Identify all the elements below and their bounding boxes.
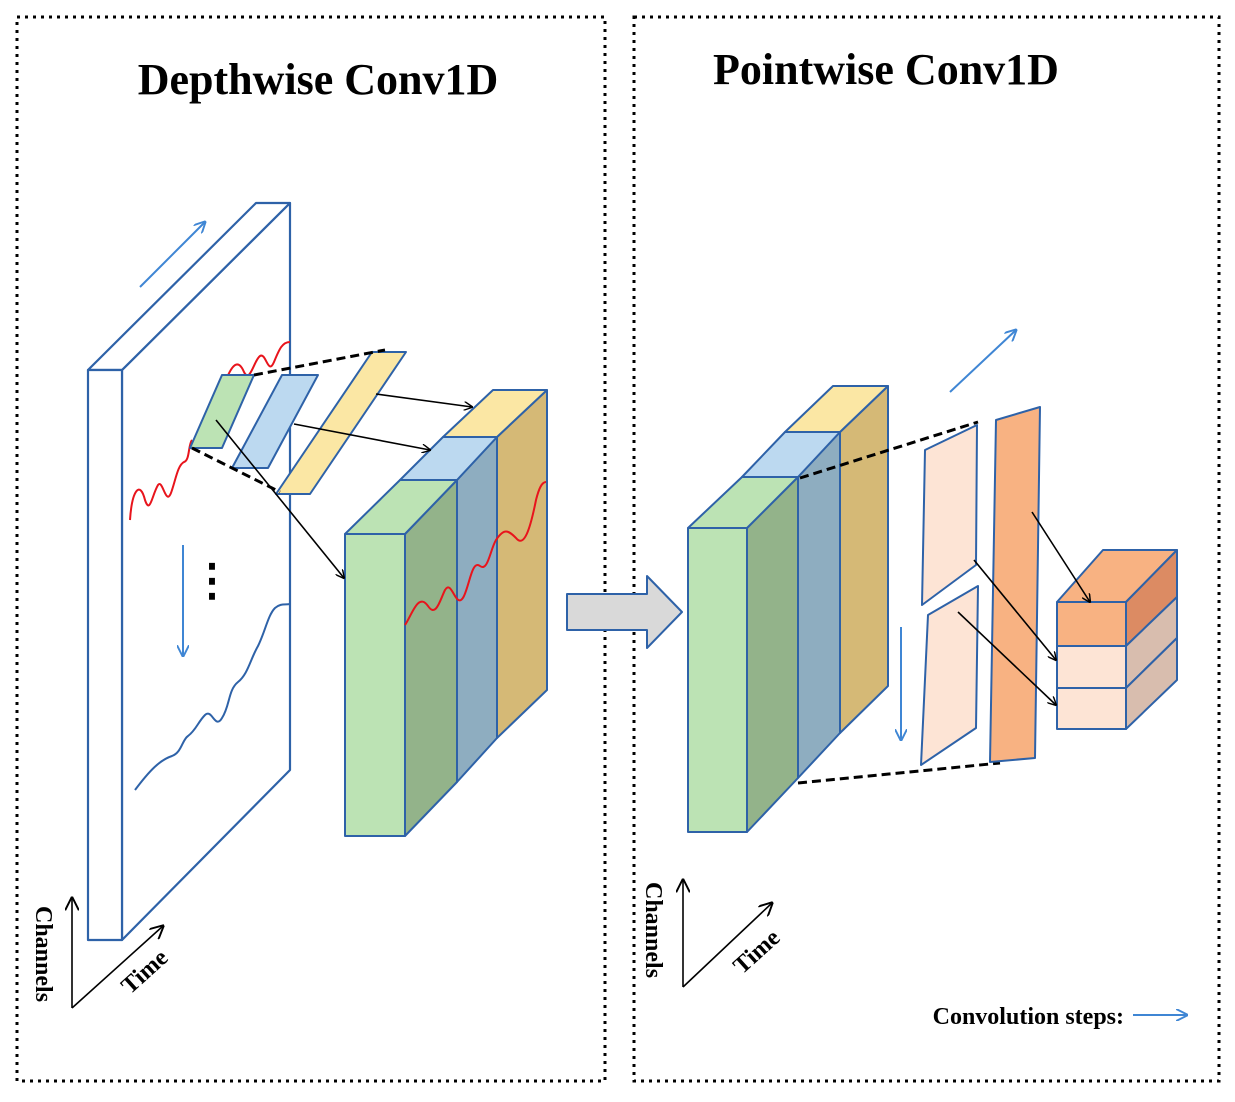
convolution-steps-label: Convolution steps: (933, 1004, 1124, 1030)
feature-green-front (687, 527, 748, 833)
feature-green-side (746, 476, 799, 833)
output-cube (1056, 549, 1178, 730)
pointwise-kernel-orange (989, 406, 1041, 763)
left-time-axis (71, 926, 163, 1009)
blue-slice-side (456, 436, 498, 783)
red-signal-wave-output (404, 481, 547, 626)
red-signal-wave-input-top (225, 341, 291, 381)
right-time-axis (682, 903, 772, 988)
pointwise-map-arrow-mid (973, 559, 1056, 660)
feature-blue-side (797, 431, 841, 779)
left-time-label: Time (117, 945, 174, 1000)
left-panel-title: Depthwise Conv1D (138, 55, 499, 104)
pointwise-map-arrow-top (1031, 511, 1090, 602)
feature-block (687, 385, 889, 833)
output-row2-front (1056, 645, 1127, 689)
green-slice-side (404, 479, 458, 837)
right-time-label: Time (729, 925, 786, 980)
map-arrow-green (215, 419, 344, 578)
red-signal-wave-input (129, 439, 193, 521)
output-row1-front (1056, 601, 1127, 647)
input-slab (86, 201, 292, 942)
input-slab-front (86, 368, 124, 942)
kernel-dashed-top (253, 348, 386, 377)
pointwise-time-step-arrow (949, 330, 1016, 393)
feature-yellow-side (839, 385, 889, 734)
ellipsis: ⋮ (190, 556, 234, 605)
map-arrow-yellow (375, 393, 472, 407)
kernel-dashed-bottom (191, 446, 281, 494)
blue-kernel (231, 374, 319, 469)
pointwise-dashed-top (799, 420, 979, 480)
pointwise-map-arrow-bot (957, 611, 1056, 705)
left-panel-frame (15, 15, 607, 1083)
left-channels-label: Channels (30, 906, 56, 1002)
pointwise-kernel-upper (921, 424, 978, 606)
green-kernel (189, 374, 255, 449)
pointwise-dashed-bottom (797, 761, 1001, 785)
yellow-slice-side (496, 389, 548, 739)
pointwise-kernel-lower (920, 585, 979, 766)
right-channels-label: Channels (640, 882, 666, 978)
output-row3-front (1056, 687, 1127, 730)
map-arrow-blue (293, 423, 430, 450)
right-axes: Channels Time (640, 880, 786, 988)
green-slice-front (344, 533, 406, 837)
time-step-arrow (139, 222, 205, 288)
yellow-kernel (275, 351, 407, 495)
transition-arrow (566, 575, 683, 649)
blue-signal-wave (134, 603, 291, 791)
right-panel-title: Pointwise Conv1D (713, 45, 1059, 94)
depthwise-output-block (344, 389, 548, 837)
